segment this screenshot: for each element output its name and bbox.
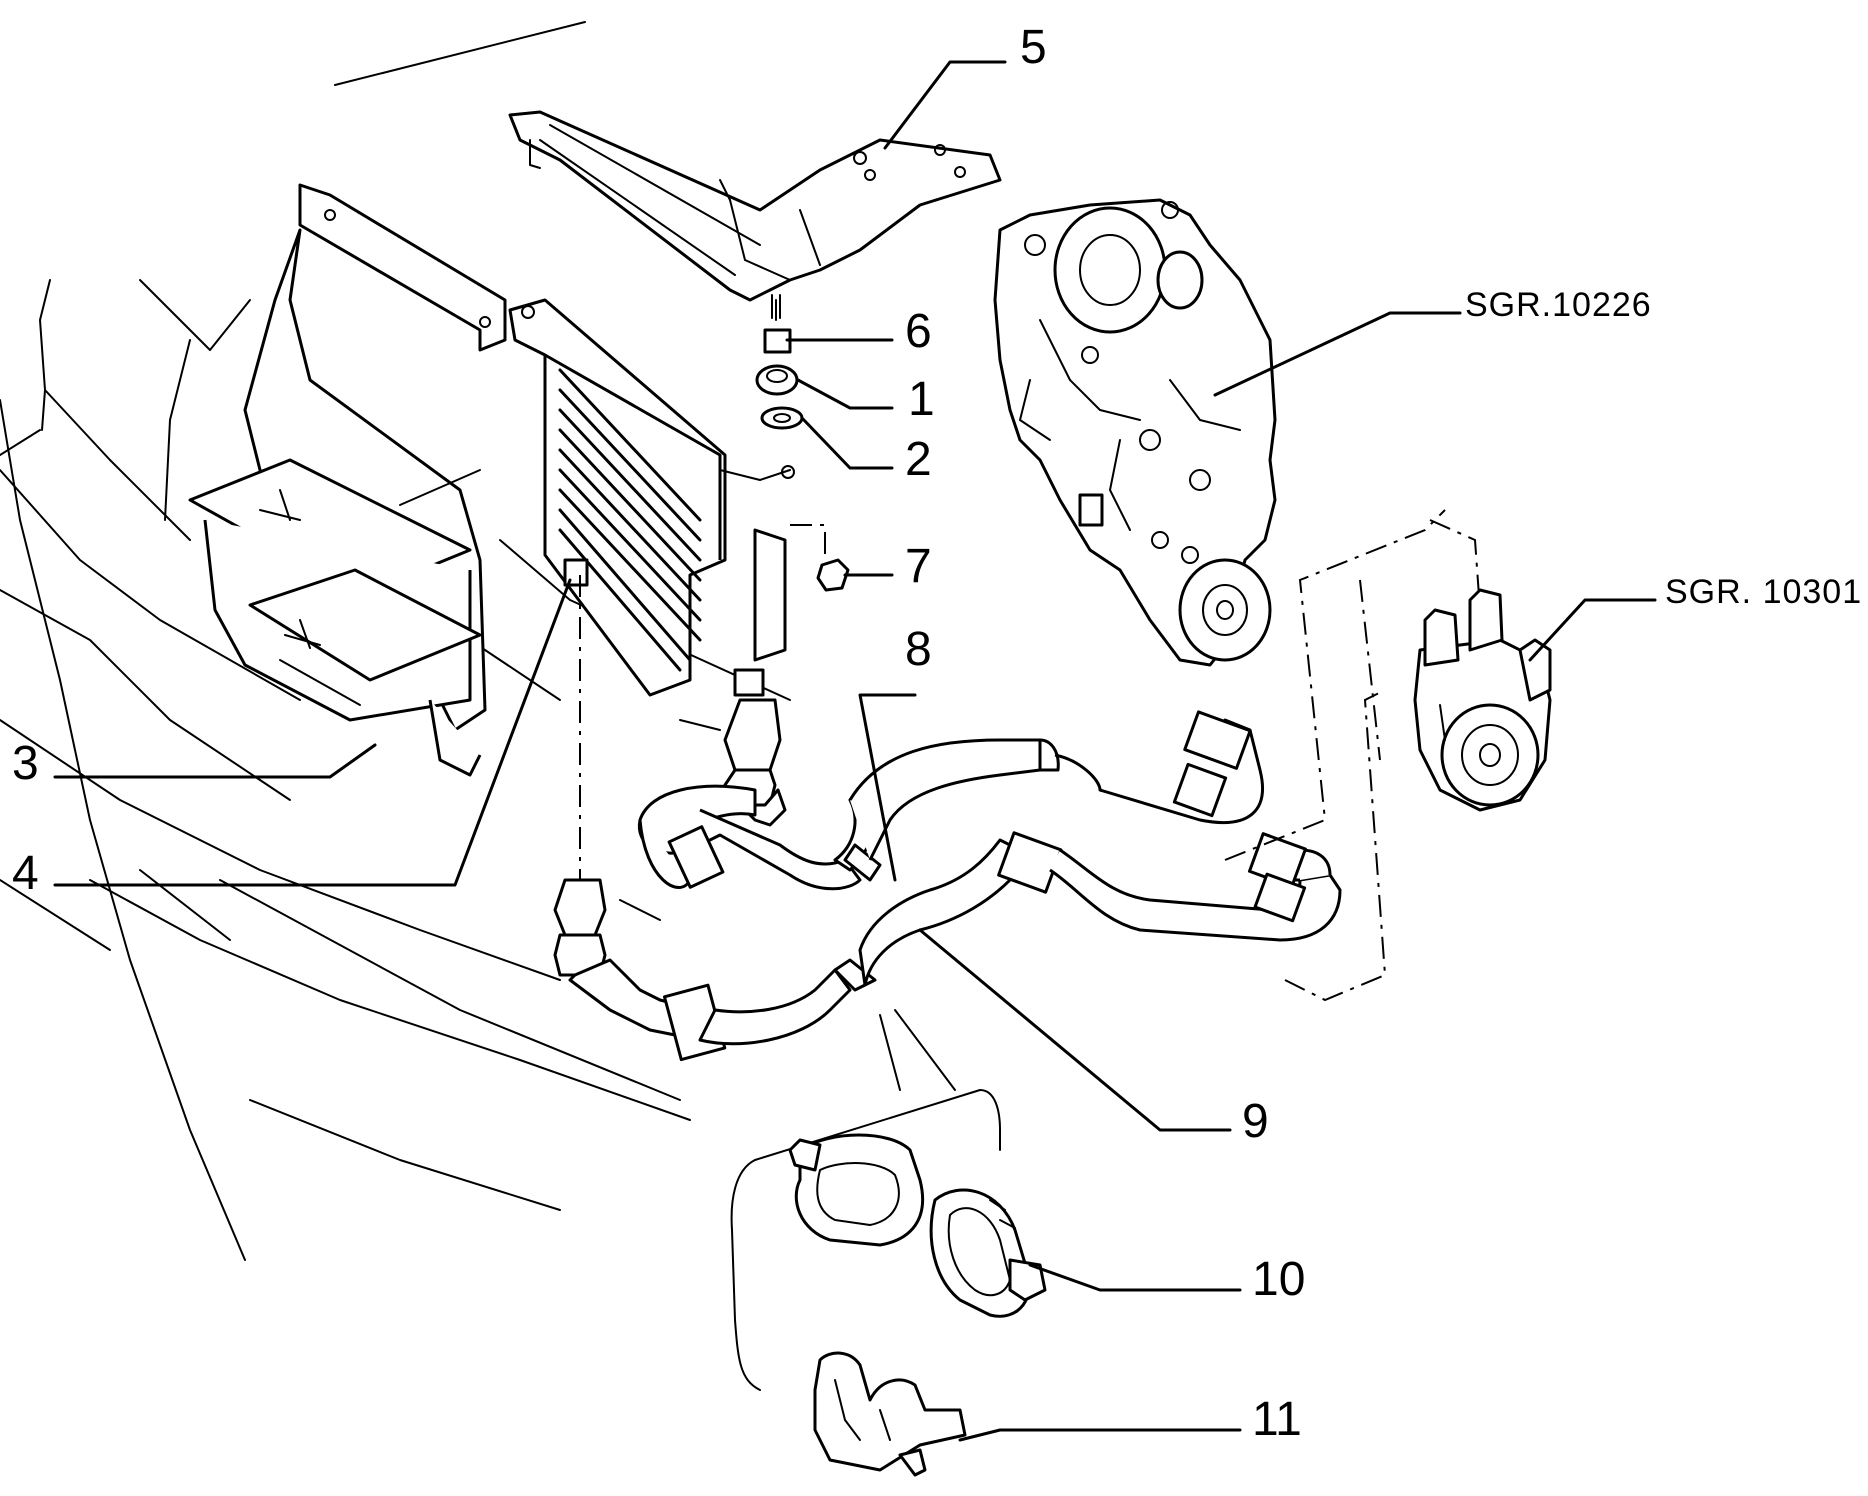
callout-11: 11 — [1252, 1393, 1302, 1446]
clamp-group-bracket — [730, 1009, 1001, 1391]
callout-5: 5 — [1020, 21, 1047, 74]
leader-11 — [958, 1428, 1242, 1442]
hose-assembly-part-9 — [553, 831, 1342, 1062]
callout-1: 1 — [908, 373, 935, 426]
callout-8: 8 — [905, 623, 932, 676]
leader-10 — [1028, 1263, 1242, 1292]
hose-clamp-part-10 — [788, 1133, 1047, 1318]
reference-sgr-10226: SGR.10226 — [1465, 286, 1652, 324]
washer-part-2 — [760, 406, 804, 430]
leader-sgr-10301 — [1528, 598, 1657, 662]
mounting-bracket-part-5 — [508, 110, 1002, 319]
leader-1 — [796, 378, 894, 410]
filter-mount-sgr-10301 — [1413, 588, 1552, 812]
nut-part-7 — [816, 558, 850, 592]
callout-10: 10 — [1252, 1253, 1306, 1306]
air-duct-part-3 — [188, 183, 507, 777]
leader-5 — [883, 60, 1007, 150]
alignment-guides — [579, 509, 1481, 1002]
callout-9: 9 — [1242, 1095, 1269, 1148]
hose-assembly-part-8 — [637, 698, 1264, 891]
leader-8 — [858, 693, 917, 882]
leader-lines — [53, 60, 1657, 1442]
callout-6: 6 — [905, 305, 932, 358]
leader-3 — [53, 743, 377, 779]
oil-cooler-part-4 — [508, 298, 795, 697]
callout-3: 3 — [12, 737, 39, 790]
leader-2 — [800, 416, 894, 470]
car-body-outline — [0, 21, 791, 1261]
leader-9 — [918, 928, 1232, 1132]
callout-2: 2 — [905, 433, 932, 486]
reference-sgr-10301: SGR. 10301 — [1665, 573, 1863, 611]
hardware-parts — [755, 299, 850, 592]
pipe-clip-part-11 — [813, 1351, 967, 1477]
leader-sgr-10226 — [1213, 311, 1462, 397]
callout-7: 7 — [905, 540, 932, 593]
callout-4: 4 — [12, 847, 39, 900]
engine-housing-sgr-10226 — [993, 198, 1277, 667]
leader-4 — [53, 578, 572, 887]
